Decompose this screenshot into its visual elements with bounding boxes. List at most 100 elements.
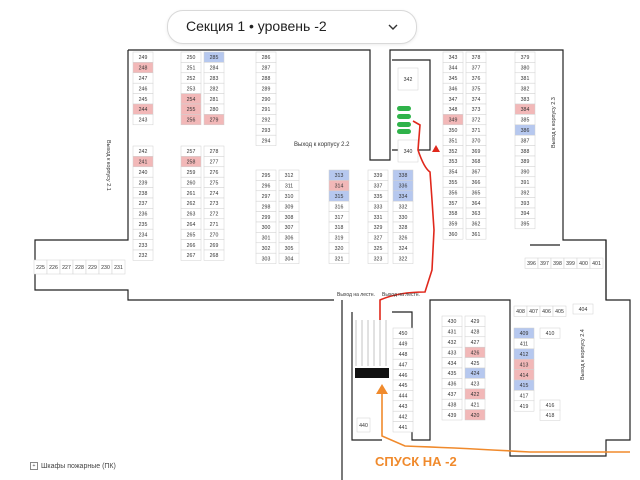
parking-spot-322[interactable]: 322 xyxy=(392,252,414,264)
parking-spot-226[interactable]: 226 xyxy=(46,259,61,275)
parking-spot-401[interactable]: 401 xyxy=(589,257,604,269)
parking-spot-373[interactable]: 373 xyxy=(465,103,487,115)
parking-spot-360[interactable]: 360 xyxy=(442,228,464,240)
parking-spot-241[interactable]: 241 xyxy=(132,156,154,168)
parking-spot-442[interactable]: 442 xyxy=(392,410,414,422)
parking-spot-399[interactable]: 399 xyxy=(563,257,578,269)
parking-spot-232[interactable]: 232 xyxy=(132,249,154,261)
parking-spot-297[interactable]: 297 xyxy=(255,190,277,202)
parking-spot-447[interactable]: 447 xyxy=(392,358,414,370)
parking-spot-328[interactable]: 328 xyxy=(392,221,414,233)
parking-spot-311[interactable]: 311 xyxy=(278,180,300,192)
parking-spot-323[interactable]: 323 xyxy=(367,252,389,264)
parking-spot-359[interactable]: 359 xyxy=(442,218,464,230)
parking-spot-382[interactable]: 382 xyxy=(514,82,536,94)
parking-spot-234[interactable]: 234 xyxy=(132,228,154,240)
parking-spot-426[interactable]: 426 xyxy=(464,346,486,358)
parking-spot-355[interactable]: 355 xyxy=(442,176,464,188)
parking-spot-438[interactable]: 438 xyxy=(441,398,463,410)
parking-spot-422[interactable]: 422 xyxy=(464,388,486,400)
parking-spot-337[interactable]: 337 xyxy=(367,180,389,192)
parking-spot-231[interactable]: 231 xyxy=(111,259,126,275)
parking-spot-395[interactable]: 395 xyxy=(514,218,536,230)
parking-spot-378[interactable]: 378 xyxy=(465,51,487,63)
parking-spot-384[interactable]: 384 xyxy=(514,103,536,115)
parking-spot-428[interactable]: 428 xyxy=(464,326,486,338)
parking-spot-259[interactable]: 259 xyxy=(180,166,202,178)
parking-spot-349[interactable]: 349 xyxy=(442,114,464,126)
parking-spot-264[interactable]: 264 xyxy=(180,218,202,230)
parking-spot-441[interactable]: 441 xyxy=(392,421,414,433)
parking-spot-284[interactable]: 284 xyxy=(203,62,225,74)
parking-spot-449[interactable]: 449 xyxy=(392,338,414,350)
parking-spot-338[interactable]: 338 xyxy=(392,169,414,181)
parking-spot-229[interactable]: 229 xyxy=(85,259,100,275)
parking-spot-423[interactable]: 423 xyxy=(464,378,486,390)
parking-spot-258[interactable]: 258 xyxy=(180,156,202,168)
parking-spot-448[interactable]: 448 xyxy=(392,348,414,360)
parking-spot-291[interactable]: 291 xyxy=(255,103,277,115)
parking-spot-265[interactable]: 265 xyxy=(180,228,202,240)
parking-spot-288[interactable]: 288 xyxy=(255,72,277,84)
parking-spot-236[interactable]: 236 xyxy=(132,208,154,220)
parking-spot-272[interactable]: 272 xyxy=(203,208,225,220)
parking-spot-381[interactable]: 381 xyxy=(514,72,536,84)
parking-spot-389[interactable]: 389 xyxy=(514,155,536,167)
parking-spot-275[interactable]: 275 xyxy=(203,176,225,188)
parking-spot-432[interactable]: 432 xyxy=(441,336,463,348)
parking-spot-357[interactable]: 357 xyxy=(442,197,464,209)
parking-spot-227[interactable]: 227 xyxy=(59,259,74,275)
parking-spot-271[interactable]: 271 xyxy=(203,218,225,230)
parking-spot-285[interactable]: 285 xyxy=(203,51,225,63)
parking-spot-400[interactable]: 400 xyxy=(576,257,591,269)
parking-spot-353[interactable]: 353 xyxy=(442,155,464,167)
parking-spot-318[interactable]: 318 xyxy=(328,221,350,233)
parking-spot-434[interactable]: 434 xyxy=(441,357,463,369)
parking-spot-324[interactable]: 324 xyxy=(392,242,414,254)
parking-spot-334[interactable]: 334 xyxy=(392,190,414,202)
parking-spot-279[interactable]: 279 xyxy=(203,114,225,126)
parking-spot-262[interactable]: 262 xyxy=(180,197,202,209)
parking-spot-330[interactable]: 330 xyxy=(392,211,414,223)
parking-spot-247[interactable]: 247 xyxy=(132,72,154,84)
parking-spot-351[interactable]: 351 xyxy=(442,134,464,146)
parking-spot-245[interactable]: 245 xyxy=(132,93,154,105)
parking-spot-256[interactable]: 256 xyxy=(180,114,202,126)
parking-spot-238[interactable]: 238 xyxy=(132,187,154,199)
parking-spot-249[interactable]: 249 xyxy=(132,51,154,63)
parking-spot-367[interactable]: 367 xyxy=(465,166,487,178)
parking-spot-261[interactable]: 261 xyxy=(180,187,202,199)
parking-spot-346[interactable]: 346 xyxy=(442,82,464,94)
parking-spot-336[interactable]: 336 xyxy=(392,180,414,192)
parking-spot-372[interactable]: 372 xyxy=(465,114,487,126)
parking-spot-240[interactable]: 240 xyxy=(132,166,154,178)
parking-spot-339[interactable]: 339 xyxy=(367,169,389,181)
parking-spot-252[interactable]: 252 xyxy=(180,72,202,84)
parking-spot-233[interactable]: 233 xyxy=(132,239,154,251)
parking-spot-450[interactable]: 450 xyxy=(392,327,414,339)
parking-spot-316[interactable]: 316 xyxy=(328,200,350,212)
parking-spot-313[interactable]: 313 xyxy=(328,169,350,181)
parking-spot-416[interactable]: 416 xyxy=(539,399,561,411)
parking-spot-348[interactable]: 348 xyxy=(442,103,464,115)
parking-spot-398[interactable]: 398 xyxy=(550,257,565,269)
parking-spot-283[interactable]: 283 xyxy=(203,72,225,84)
parking-spot-306[interactable]: 306 xyxy=(278,232,300,244)
parking-spot-433[interactable]: 433 xyxy=(441,346,463,358)
parking-spot-326[interactable]: 326 xyxy=(392,232,414,244)
parking-spot-335[interactable]: 335 xyxy=(367,190,389,202)
parking-spot-419[interactable]: 419 xyxy=(513,400,535,412)
parking-spot-340[interactable]: 340 xyxy=(397,139,419,163)
parking-spot-308[interactable]: 308 xyxy=(278,211,300,223)
parking-spot-254[interactable]: 254 xyxy=(180,93,202,105)
parking-spot-369[interactable]: 369 xyxy=(465,145,487,157)
parking-spot-418[interactable]: 418 xyxy=(539,409,561,421)
parking-spot-390[interactable]: 390 xyxy=(514,166,536,178)
parking-spot-370[interactable]: 370 xyxy=(465,134,487,146)
parking-spot-260[interactable]: 260 xyxy=(180,176,202,188)
parking-spot-431[interactable]: 431 xyxy=(441,326,463,338)
parking-spot-354[interactable]: 354 xyxy=(442,166,464,178)
parking-spot-404[interactable]: 404 xyxy=(572,303,594,315)
parking-spot-358[interactable]: 358 xyxy=(442,207,464,219)
parking-spot-365[interactable]: 365 xyxy=(465,186,487,198)
